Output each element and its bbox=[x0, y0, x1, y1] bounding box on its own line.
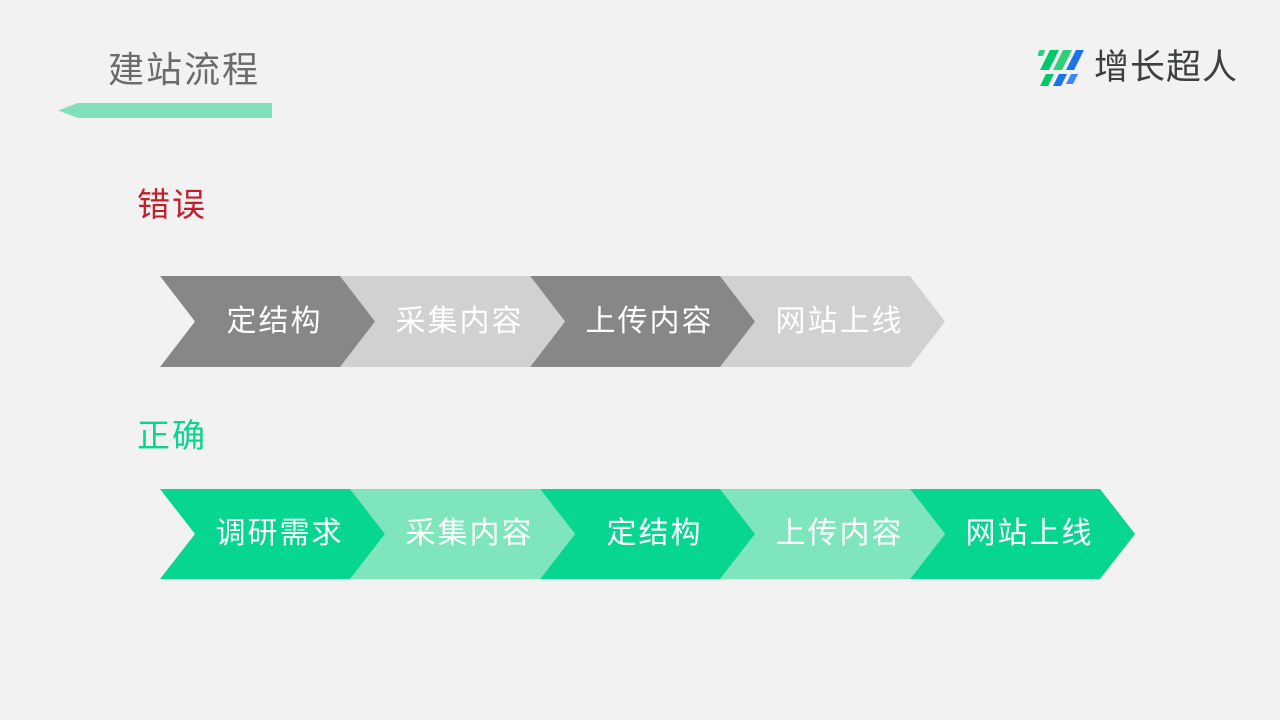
flow-step[interactable]: 定结构 bbox=[160, 276, 375, 367]
brand-name: 增长超人 bbox=[1093, 47, 1238, 87]
flow-step-label: 上传内容 bbox=[585, 304, 714, 338]
slanted-bars-logo-icon bbox=[1037, 48, 1084, 86]
flow-step-label: 定结构 bbox=[226, 304, 323, 338]
page-title: 建站流程 bbox=[108, 49, 261, 90]
process-flow-correct: 调研需求 采集内容 定结构 上传内容 网站上线 bbox=[160, 489, 1135, 579]
flow-step-label: 采集内容 bbox=[405, 517, 534, 550]
flow-step[interactable]: 网站上线 bbox=[910, 489, 1135, 579]
brand-logo: 增长超人 bbox=[1037, 47, 1238, 87]
slide-header: 建站流程 增长超人 bbox=[0, 0, 1280, 140]
flow-step-label: 网站上线 bbox=[775, 304, 904, 338]
section-label-correct: 正确 bbox=[137, 417, 207, 454]
section-label-wrong: 错误 bbox=[137, 186, 207, 223]
flow-step[interactable]: 上传内容 bbox=[720, 489, 945, 579]
flow-step[interactable]: 采集内容 bbox=[350, 489, 575, 579]
flow-step[interactable]: 调研需求 bbox=[160, 489, 385, 579]
flow-step-label: 上传内容 bbox=[775, 517, 904, 550]
flow-step-label: 采集内容 bbox=[395, 304, 524, 338]
flow-step[interactable]: 定结构 bbox=[540, 489, 755, 579]
flow-step-label: 调研需求 bbox=[215, 517, 344, 550]
flow-step-label: 网站上线 bbox=[965, 517, 1094, 550]
flow-step[interactable]: 网站上线 bbox=[720, 276, 945, 367]
title-underline-arrow bbox=[58, 103, 272, 118]
flow-step-label: 定结构 bbox=[606, 517, 703, 550]
flow-step[interactable]: 上传内容 bbox=[530, 276, 755, 367]
process-flow-wrong: 定结构 采集内容 上传内容 网站上线 bbox=[160, 276, 945, 367]
flow-step[interactable]: 采集内容 bbox=[340, 276, 565, 367]
